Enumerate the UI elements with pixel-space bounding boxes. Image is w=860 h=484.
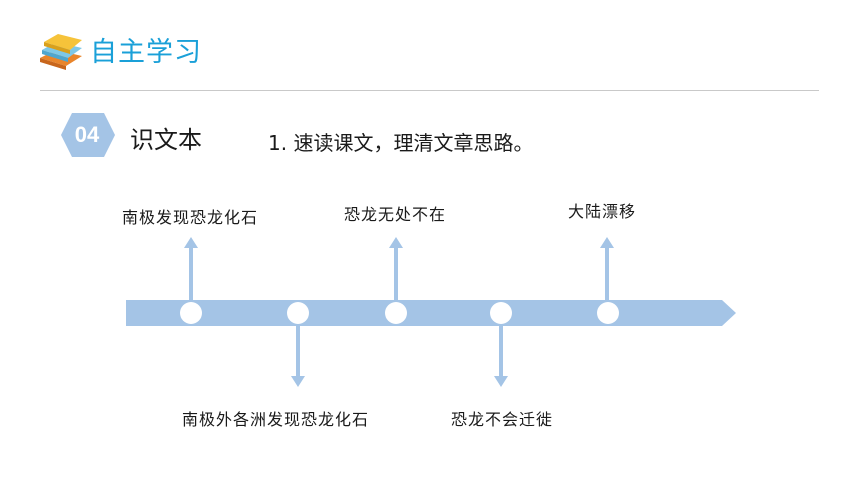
- timeline-node: [287, 302, 309, 324]
- event-label-1: 南极发现恐龙化石: [122, 208, 259, 227]
- event-label-5: 大陆漂移: [568, 202, 637, 221]
- event-label-2: 南极外各洲发现恐龙化石: [182, 410, 370, 429]
- instruction-text: 1. 速读课文，理清文章思路。: [268, 131, 534, 155]
- timeline-bar: [126, 300, 736, 326]
- books-icon: [40, 34, 82, 70]
- section-title: 识文本: [130, 126, 202, 154]
- timeline-node: [180, 302, 202, 324]
- timeline-node: [490, 302, 512, 324]
- timeline-node: [385, 302, 407, 324]
- header-divider: [40, 90, 819, 91]
- timeline-node: [597, 302, 619, 324]
- page-title: 自主学习: [90, 37, 202, 68]
- section-number: 04: [74, 122, 100, 147]
- section-badge: [61, 113, 115, 157]
- event-label-4: 恐龙不会迁徙: [451, 410, 554, 429]
- event-label-3: 恐龙无处不在: [344, 205, 447, 224]
